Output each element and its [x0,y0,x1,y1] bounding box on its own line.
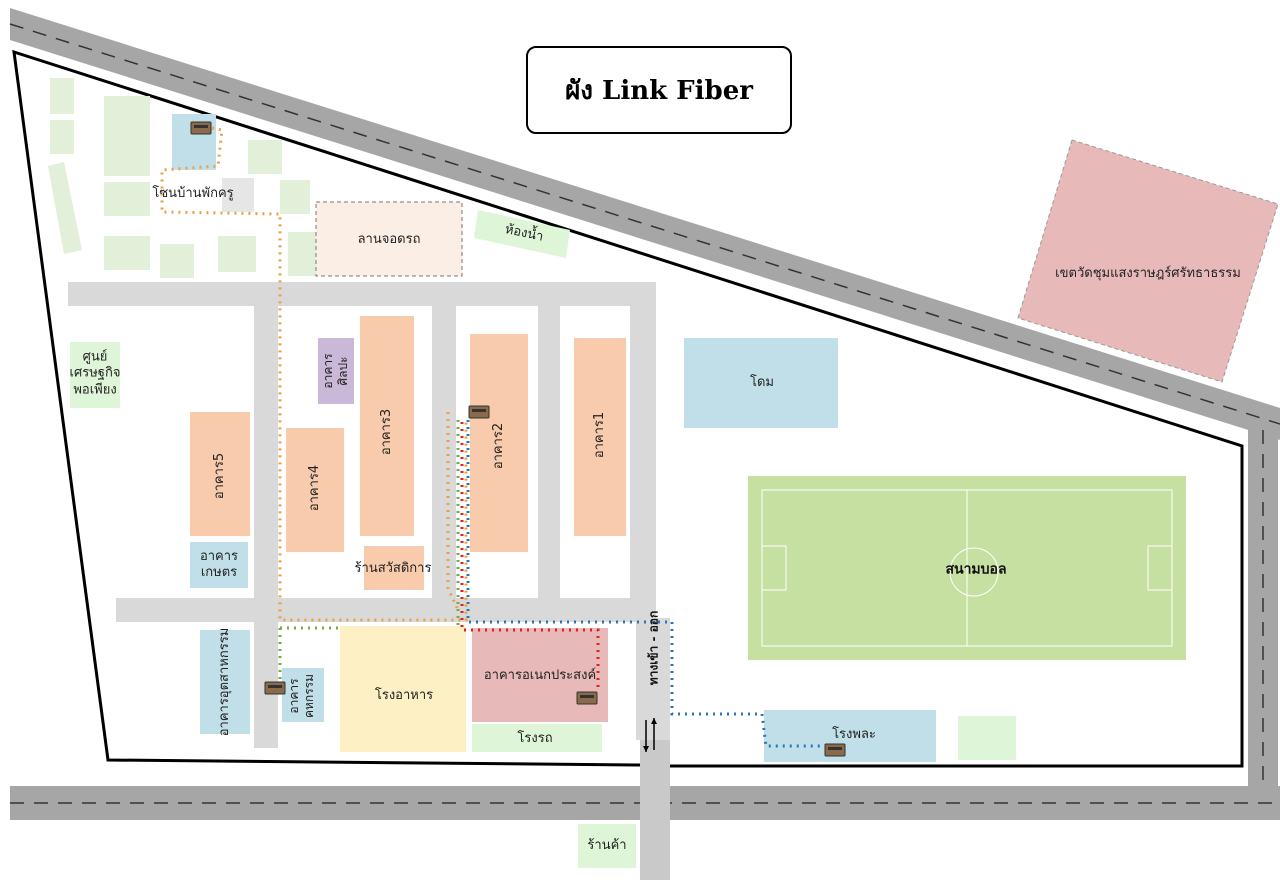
label-teacher-zone: โซนบ้านพักครู [152,185,234,201]
label-canteen: โรงอาหาร [374,687,434,703]
fiber-route-blue [466,420,834,748]
label-building3: อาคาร3 [378,408,394,456]
fiber-route-orange-b [446,412,460,611]
label-industrial-building: อาคารอุตสาหกรรม [216,627,232,737]
parking-lot [315,201,463,277]
temple-area [1017,139,1279,383]
fiber-route-orange [160,126,468,622]
outer-road-top [9,8,1280,440]
label-dome: โดม [750,374,774,390]
label-building4: อาคาร4 [306,464,322,512]
green-plot [958,716,1016,760]
store-building [578,824,636,868]
label-welfare-shop: ร้านสวัสดิการ [354,560,432,576]
label-econ-center: ศูนย์ เศรษฐกิจ พอเพียง [69,349,121,398]
inner-roads [68,282,670,748]
label-football-field: สนามบอล [945,561,1007,578]
football-field [748,476,1186,660]
network-switch-icon [576,691,598,705]
label-store: ร้านค้า [587,837,627,853]
entrance-road [640,740,670,880]
dome-building [684,338,838,428]
network-switch-icon [468,405,490,419]
academic-buildings [190,316,626,752]
label-temple: เขตวัดชุมแสงราษฎร์ศรัทธาธรรม [1055,265,1241,281]
map-title: ผัง Link Fiber [526,46,792,134]
network-switch-icon [824,743,846,757]
label-home-ec-building: อาคาร คหกรรม [287,673,316,719]
label-entrance: ทางเข้า - ออก [646,610,661,686]
label-building5: อาคาร5 [211,452,227,500]
label-parking: ลานจอดรถ [357,231,421,247]
gym-building [764,710,936,762]
network-switch-icon [264,681,286,695]
label-art-building: อาคาร ศิลปะ [321,353,350,389]
teacher-house-grey [222,178,254,212]
label-multipurpose: อาคารอเนกประสงค์ [483,667,597,683]
toilet-building [474,210,570,258]
label-gym: โรงพละ [832,726,876,742]
label-agri-building: อาคาร เกษตร [199,548,239,580]
network-switch-icon [190,121,212,135]
label-building2: อาคาร2 [490,422,506,470]
label-building1: อาคาร1 [591,411,607,459]
outer-road-right [1248,424,1278,786]
campus-boundary [12,49,1244,768]
entrance-arrows-icon [643,718,657,752]
teacher-houses [48,78,316,278]
label-garage: โรงรถ [517,730,553,746]
econ-center [70,342,120,408]
